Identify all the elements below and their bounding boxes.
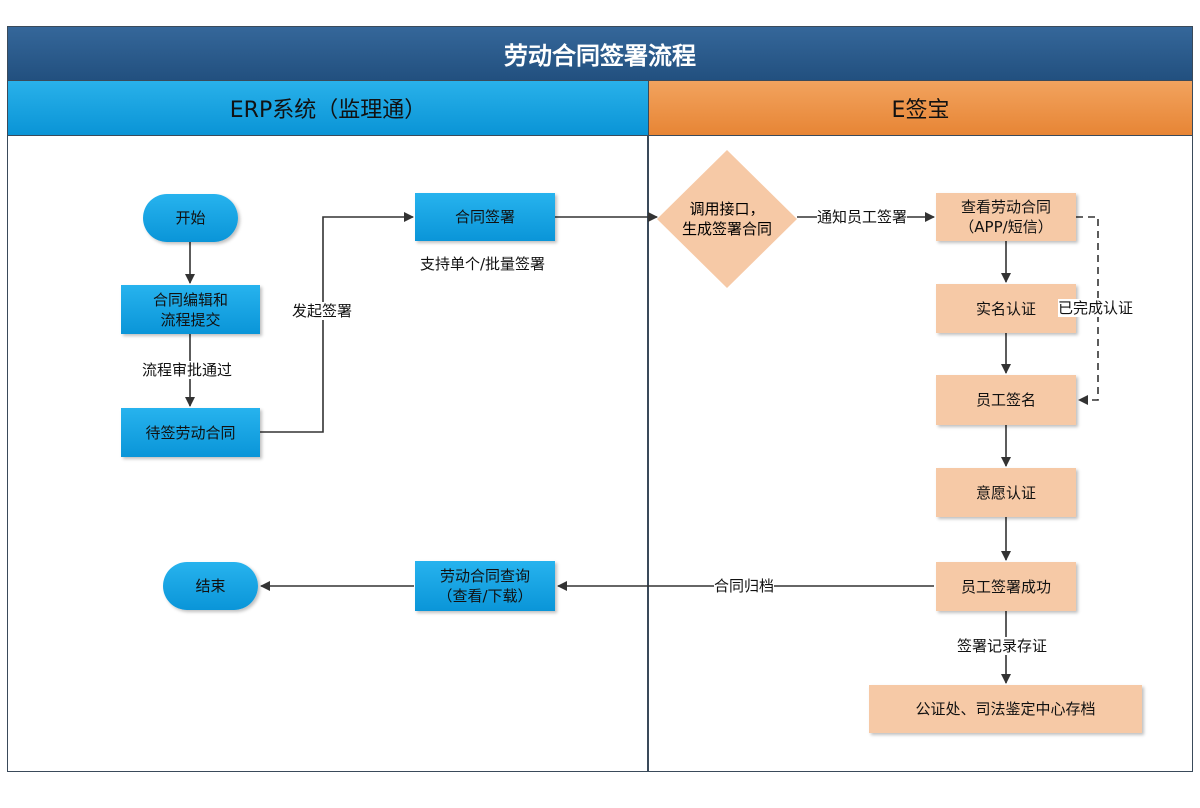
edit-submit-node: 合同编辑和 流程提交 — [121, 285, 260, 334]
sign-success-node: 员工签署成功 — [936, 562, 1076, 611]
edit-submit-line1: 合同编辑和 — [152, 290, 228, 309]
label-record: 签署记录存证 — [957, 637, 1048, 655]
lane-header-erp: ERP系统（监理通） — [7, 81, 648, 136]
label-approved: 流程审批通过 — [142, 361, 233, 379]
view-contract-node: 查看劳动合同 （APP/短信） — [936, 193, 1076, 241]
employee-sign-node: 员工签名 — [936, 375, 1076, 425]
api-decision-label: 调用接口， 生成签署合同 — [667, 196, 787, 242]
diagram-title: 劳动合同签署流程 — [7, 26, 1193, 81]
pending-contract-node: 待签劳动合同 — [121, 408, 260, 457]
contract-query-line1: 劳动合同查询 — [439, 567, 530, 585]
label-verified: 已完成认证 — [1058, 299, 1134, 317]
contract-query-line2: （查看/下载） — [437, 587, 533, 605]
label-notify: 通知员工签署 — [817, 208, 908, 226]
api-decision-diamond — [657, 150, 797, 288]
view-contract-line1: 查看劳动合同 — [960, 198, 1051, 216]
archive-node: 公证处、司法鉴定中心存档 — [869, 685, 1142, 733]
lane-divider — [647, 136, 649, 772]
view-contract-line2: （APP/短信） — [959, 218, 1053, 236]
label-initiate: 发起签署 — [292, 302, 353, 320]
lane-header-esign: E签宝 — [648, 81, 1193, 136]
intent-auth-node: 意愿认证 — [936, 468, 1076, 517]
api-line2: 生成签署合同 — [681, 220, 772, 238]
edit-submit-line2: 流程提交 — [160, 310, 221, 329]
end-node: 结束 — [163, 562, 258, 610]
contract-query-node: 劳动合同查询 （查看/下载） — [415, 561, 555, 611]
label-archived: 合同归档 — [714, 577, 775, 595]
contract-sign-node: 合同签署 — [415, 193, 555, 241]
realname-auth-node: 实名认证 — [936, 284, 1076, 333]
edge-pending-to-sign — [260, 212, 414, 433]
label-batch: 支持单个/批量签署 — [420, 255, 546, 273]
start-node: 开始 — [143, 194, 238, 242]
api-line1: 调用接口， — [689, 200, 765, 218]
